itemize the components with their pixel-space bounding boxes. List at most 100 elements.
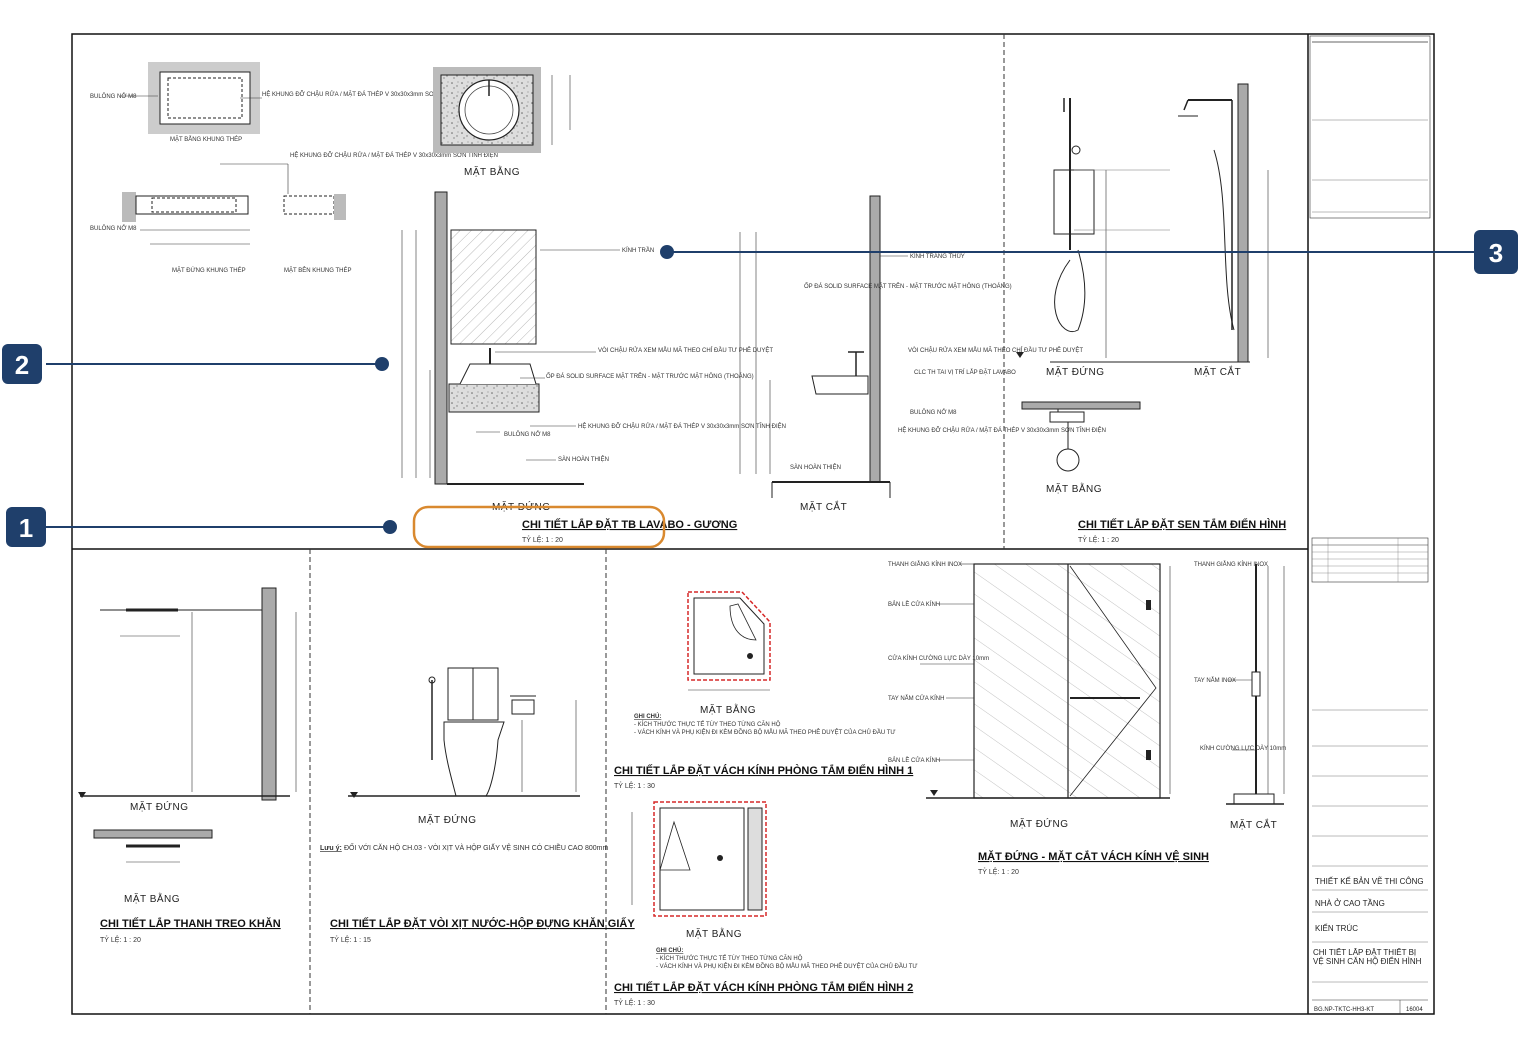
glass-section: THANH GIẰNG KÍNH INOX TAY NẮM INOX KÍNH …	[1194, 560, 1286, 831]
callout-2: 2	[2, 344, 389, 384]
tap-note: VÒI CHẬU RỬA XEM MẪU MÃ THEO CHỈ ĐẦU TƯ …	[598, 346, 773, 354]
discipline: KIẾN TRÚC	[1315, 923, 1358, 933]
glass2-plan: MẶT BẰNG	[631, 801, 767, 940]
callout-2-badge	[2, 344, 42, 384]
sheet-frame	[71, 33, 1435, 1015]
glass2-title: CHI TIẾT LẮP ĐẶT VÁCH KÍNH PHÒNG TẮM ĐIỂ…	[614, 981, 913, 994]
glass-elev-scale: TỶ LỆ: 1 : 20	[978, 867, 1019, 876]
bidet-scale: TỶ LỆ: 1 : 15	[330, 935, 371, 944]
hinge2-label: BẢN LỀ CỬA KÍNH	[888, 757, 940, 764]
glass-elev-title: MẶT ĐỨNG - MẶT CẮT VÁCH KÍNH VỆ SINH	[978, 850, 1209, 863]
towel-elevation-label: MẶT ĐỨNG	[130, 800, 188, 813]
tempered-label: KÍNH CƯỜNG LỰC DÀY 10mm	[1200, 745, 1286, 752]
shower-section-label: MẶT CẮT	[1194, 365, 1241, 378]
frame-note-elev: HỆ KHUNG ĐỠ CHẬU RỬA / MẶT ĐÁ THÉP V 30x…	[578, 422, 786, 430]
callout-3: 3	[660, 230, 1518, 274]
sheet-title-wrap: CHI TIẾT LẮP ĐẶT THIẾT BỊ VỆ SINH CĂN HỘ…	[1313, 948, 1422, 966]
callout-1: 1	[6, 507, 397, 547]
panel-glass-elevation: THANH GIẰNG KÍNH INOX BẢN LỀ CỬA KÍNH CỬ…	[888, 560, 1286, 876]
frame-plan-label: MẶT BẰNG KHUNG THÉP	[170, 135, 242, 143]
glass1-plan-label: MẶT BẰNG	[700, 703, 756, 716]
shower-plan-label: MẶT BẰNG	[1046, 482, 1102, 495]
callout-2-number: 2	[15, 350, 29, 380]
towel-scale: TỶ LỆ: 1 : 20	[100, 935, 141, 944]
callout-1-number: 1	[19, 513, 33, 543]
shower-elevation: MẶT ĐỨNG	[1046, 98, 1170, 378]
glass2-note-1: - KÍCH THƯỚC THỰC TẾ TÙY THEO TỪNG CĂN H…	[656, 955, 803, 962]
shower-scale: TỶ LỆ: 1 : 20	[1078, 535, 1119, 544]
bolt-label: BULÔNG NỞ M8	[90, 93, 137, 100]
glass1-note-1: - KÍCH THƯỚC THỰC TẾ TÙY THEO TỪNG CĂN H…	[634, 721, 781, 728]
section-inox-label: THANH GIẰNG KÍNH INOX	[1194, 560, 1268, 568]
shower-plan: MẶT BẰNG	[1021, 401, 1141, 495]
steel-frame-note-2: HỆ KHUNG ĐỠ CHẬU RỬA / MẶT ĐÁ THÉP V 30x…	[290, 151, 498, 159]
solid-surface-note: ỐP ĐÁ SOLID SURFACE MẶT TRÊN - MẶT TRƯỚC…	[546, 372, 754, 380]
project-name: NHÀ Ở CAO TẦNG	[1315, 898, 1385, 908]
towel-title: CHI TIẾT LẮP THANH TREO KHĂN	[100, 917, 281, 930]
lavabo-section-label: MẶT CẮT	[800, 500, 847, 513]
project-type: THIẾT KẾ BẢN VẼ THI CÔNG	[1315, 876, 1424, 886]
bolt-label-2: BULÔNG NỞ M8	[90, 225, 137, 232]
ffl-marks	[78, 352, 1024, 798]
title-block: THIẾT KẾ BẢN VẼ THI CÔNG NHÀ Ở CAO TẦNG …	[1309, 35, 1431, 1014]
glass1-plan: MẶT BẰNG	[687, 591, 771, 716]
lavabo-scale: TỶ LỆ: 1 : 20	[522, 535, 563, 544]
glass2-note-2: - VÁCH KÍNH VÀ PHỤ KIỆN ĐI KÈM ĐỒNG BỘ M…	[656, 962, 918, 970]
glass1-note-2: - VÁCH KÍNH VÀ PHỤ KIỆN ĐI KÈM ĐỒNG BỘ M…	[634, 728, 896, 736]
glass2-note-head: GHI CHÚ:	[656, 947, 683, 954]
toilet-elevation: MẶT ĐỨNG	[348, 667, 580, 826]
panel-lavabo: BULÔNG NỞ M8 HỆ KHUNG ĐỠ CHẬU RỬA / MẶT …	[90, 62, 1106, 549]
lavabo-elevation: KÍNH TRẦN VÒI CHẬU RỬA XEM MẪU MÃ THEO C…	[401, 191, 786, 513]
glass2-plan-label: MẶT BẰNG	[686, 927, 742, 940]
tap-note-section: VÒI CHẬU RỬA XEM MẪU MÃ THEO CHỈ ĐẦU TƯ …	[908, 346, 1083, 354]
callout-3-badge	[1474, 230, 1518, 274]
bidet-title: CHI TIẾT LẮP ĐẶT VÒI XỊT NƯỚC-HỘP ĐỰNG K…	[330, 917, 635, 930]
callout-1-badge	[6, 507, 46, 547]
wall-face-label: KÍNH TRẦN	[622, 247, 654, 254]
inox-label: THANH GIẰNG KÍNH INOX	[888, 560, 962, 568]
bidet-note-head: Lưu ý:	[320, 845, 342, 852]
panel-shower: MẶT ĐỨNG MẶT CẮT MẶT BẰNG CHI TIẾT LẮP Đ…	[1021, 83, 1286, 544]
basin-plan-label: MẶT BẰNG	[464, 165, 520, 178]
glass-elevation: THANH GIẰNG KÍNH INOX BẢN LỀ CỬA KÍNH CỬ…	[888, 560, 1171, 830]
revision-table	[1311, 537, 1429, 583]
trap-note: CLC TH TAI VỊ TRÍ LẮP ĐẶT LAVABO	[914, 368, 1016, 376]
panel-glass-2: MẶT BẰNG GHI CHÚ: - KÍCH THƯỚC THỰC TẾ T…	[614, 801, 918, 1007]
bolt-low-label: BULÔNG NỞ M8	[504, 431, 551, 438]
bolt-section: BULÔNG NỞ M8	[910, 409, 957, 416]
highlight-box	[412, 505, 666, 549]
panel-bidet: MẶT ĐỨNG Lưu ý: ĐỐI VỚI CĂN HỘ CH.03 - V…	[320, 667, 635, 944]
frame-side-label: MẶT BÊN KHUNG THÉP	[284, 266, 351, 274]
shower-elevation-label: MẶT ĐỨNG	[1046, 365, 1104, 378]
steel-frame-note: HỆ KHUNG ĐỠ CHẬU RỬA / MẶT ĐÁ THÉP V 30x…	[262, 90, 470, 98]
floor-section: SÀN HOÀN THIỆN	[790, 463, 841, 471]
glass1-note-head: GHI CHÚ:	[634, 713, 661, 720]
hinge-label: BẢN LỀ CỬA KÍNH	[888, 601, 940, 608]
panel-towel: MẶT ĐỨNG MẶT BẰNG CHI TIẾT LẮP THANH TRE…	[80, 587, 297, 944]
drawing-number: BG.NP-TKTC-HH3-KT	[1314, 1007, 1374, 1013]
handle-label: TAY NẮM CỬA KÍNH	[888, 694, 944, 702]
towel-plan-label: MẶT BẰNG	[124, 892, 180, 905]
mirror-label: KÍNH TRÁNG THỦY	[910, 253, 965, 260]
glass1-scale: TỶ LỆ: 1 : 30	[614, 781, 655, 790]
glass2-scale: TỶ LỆ: 1 : 30	[614, 998, 655, 1007]
sheet-title: CHI TIẾT LẮP ĐẶT THIẾT BỊ VỆ SINH CĂN HỘ…	[1313, 948, 1422, 966]
handle-inox-label: TAY NẮM INOX	[1194, 676, 1236, 684]
shower-section: MẶT CẮT	[1120, 83, 1269, 378]
bidet-note: ĐỐI VỚI CĂN HỘ CH.03 - VÒI XỊT VÀ HỘP GI…	[344, 842, 608, 852]
towel-elevation: MẶT ĐỨNG	[80, 587, 297, 813]
basin-plan: MẶT BẰNG	[433, 67, 571, 178]
glass-section-label: MẶT CẮT	[1230, 818, 1277, 831]
towel-plan: MẶT BẰNG	[93, 829, 213, 905]
callout-3-number: 3	[1489, 238, 1503, 268]
lavabo-title: CHI TIẾT LẮP ĐẶT TB LAVABO - GƯƠNG	[522, 518, 737, 531]
panel-glass-1: MẶT BẰNG GHI CHÚ: - KÍCH THƯỚC THỰC TẾ T…	[614, 591, 913, 790]
bidet-elevation-label: MẶT ĐỨNG	[418, 813, 476, 826]
shower-title: CHI TIẾT LẮP ĐẶT SEN TẮM ĐIỂN HÌNH	[1078, 518, 1286, 531]
glass-door-label: CỬA KÍNH CƯỜNG LỰC DÀY 10mm	[888, 655, 989, 662]
frame-elev-label: MẶT ĐỨNG KHUNG THÉP	[172, 267, 246, 274]
solid-surface-section: ỐP ĐÁ SOLID SURFACE MẶT TRÊN - MẶT TRƯỚC…	[804, 282, 1012, 290]
finished-floor-label: SÀN HOÀN THIỆN	[558, 455, 609, 463]
steel-frame-elevation: BULÔNG NỞ M8 MẶT ĐỨNG KHUNG THÉP HỆ KHUN…	[90, 151, 498, 274]
